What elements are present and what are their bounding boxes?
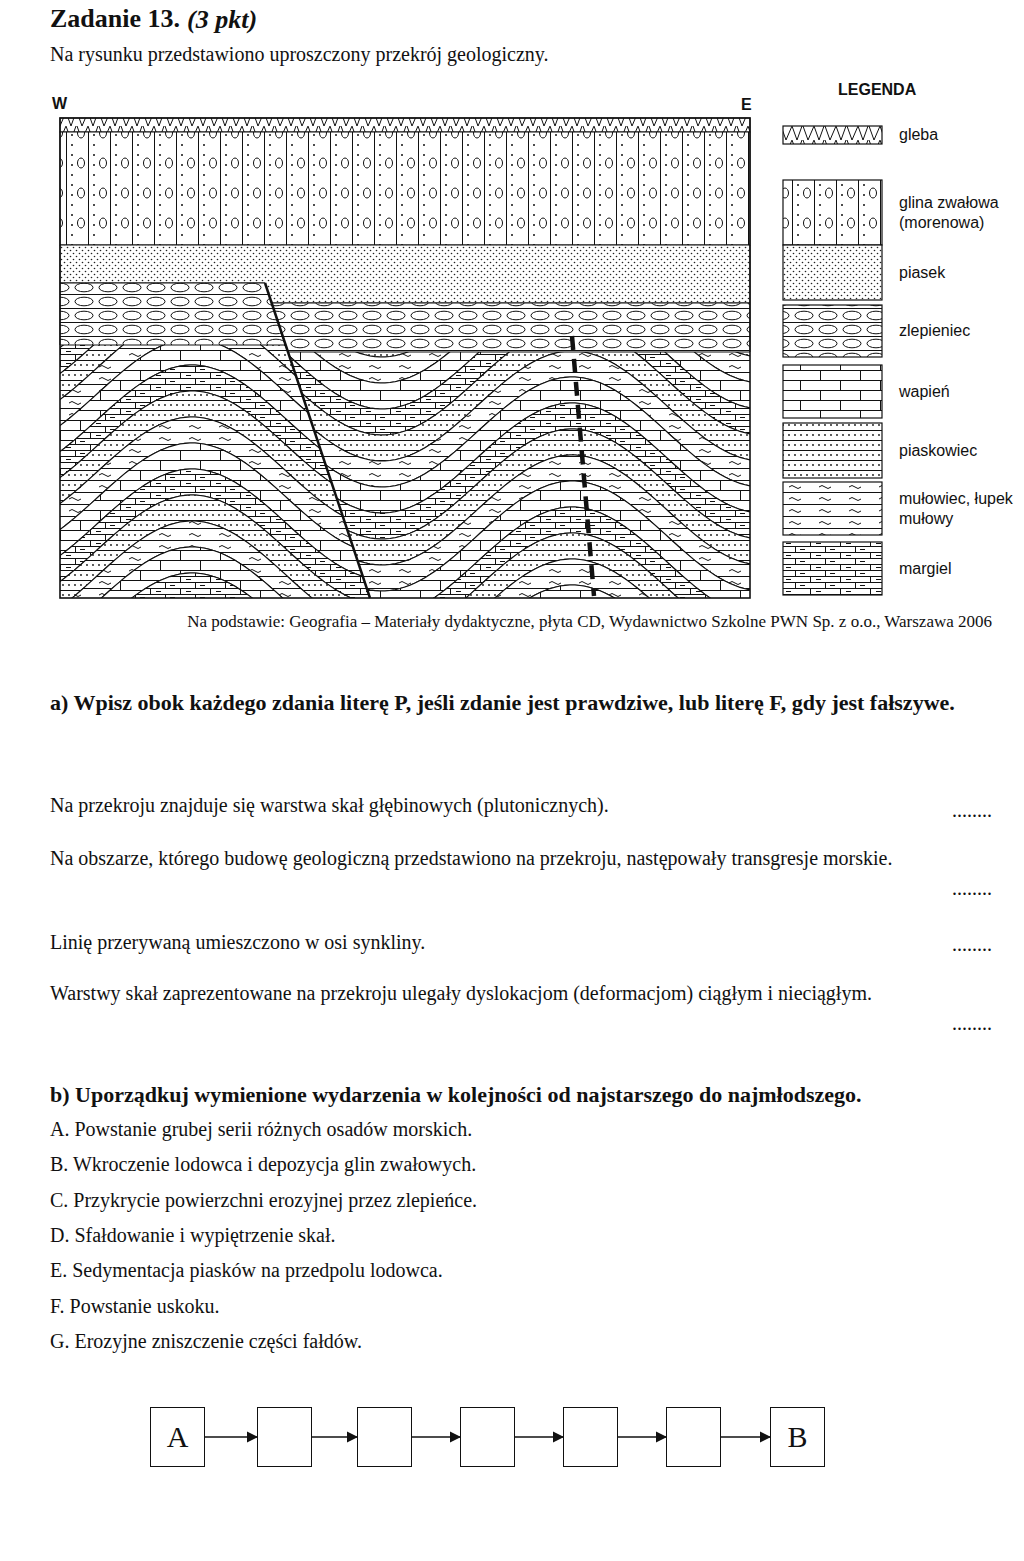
box-letter: B [787, 1420, 807, 1454]
event-item: A. Powstanie grubej serii różnych osadów… [50, 1117, 950, 1141]
statement: Warstwy skał zaprezentowane na przekroju… [50, 980, 925, 1006]
legend-text: wapień [899, 382, 1017, 402]
legend-text: margiel [899, 559, 1017, 579]
answer-dots: ........ [952, 1011, 992, 1035]
rock-layer [55, 611, 755, 747]
event-item: C. Przykrycie powierzchni erozyjnej prze… [50, 1188, 950, 1212]
event-item: G. Erozyjne zniszczenie części fałdów. [50, 1329, 950, 1353]
legend-text: mułowiec, łupek mułowy [899, 489, 1017, 529]
legend-swatch [783, 365, 882, 418]
event-item: D. Sfałdowanie i wypiętrzenie skał. [50, 1223, 950, 1247]
direction-label: W [52, 94, 67, 113]
intro-text: Na rysunku przedstawiono uproszczony prz… [50, 42, 549, 66]
legend-text: zlepieniec [899, 321, 1017, 341]
rock-layer [55, 533, 755, 669]
statement: Linię przerywaną umieszczono w osi synkl… [50, 930, 930, 954]
sequence-arrow [205, 1436, 257, 1438]
answer-box [666, 1407, 721, 1467]
legend-heading: LEGENDA [838, 80, 916, 99]
legend-swatch [783, 305, 882, 357]
task-title: Zadanie 13. [50, 4, 180, 34]
statement: Na przekroju znajduje się warstwa skał g… [50, 793, 930, 817]
source-caption: Na podstawie: Geografia – Materiały dyda… [137, 611, 992, 634]
answer-dots: ........ [952, 932, 992, 956]
answer-box [460, 1407, 515, 1467]
answer-dots: ........ [952, 876, 992, 900]
sequence-arrow [515, 1436, 563, 1438]
sequence-arrow [618, 1436, 666, 1438]
legend-swatch [783, 180, 882, 245]
points-note: (3 pkt) [187, 4, 257, 35]
box-letter: A [167, 1420, 189, 1454]
task-instruction: a) Wpisz obok każdego zdania literę P, j… [50, 688, 995, 717]
legend-swatch [783, 126, 882, 144]
answer-box: A [150, 1407, 205, 1467]
event-item: F. Powstanie uskoku. [50, 1294, 950, 1318]
legend-swatch [783, 245, 882, 300]
sequence-arrow [312, 1436, 357, 1438]
event-item: B. Wkroczenie lodowca i depozycja glin z… [50, 1152, 950, 1176]
statement: Na obszarze, którego budowę geologiczną … [50, 845, 925, 871]
legend-swatch [783, 542, 882, 595]
legend-swatch [783, 423, 882, 478]
legend-swatch [783, 482, 882, 535]
legend-text: glina zwałowa (morenowa) [899, 193, 1017, 233]
answer-box [357, 1407, 412, 1467]
legend-text: piaskowiec [899, 441, 1017, 461]
answer-box: B [770, 1407, 825, 1467]
direction-label: E [741, 95, 752, 114]
legend-text: gleba [899, 125, 1017, 145]
sequence-arrow [721, 1436, 770, 1438]
answer-box [257, 1407, 312, 1467]
task-instruction: b) Uporządkuj wymienione wydarzenia w ko… [50, 1082, 1015, 1108]
answer-dots: ........ [952, 798, 992, 822]
answer-box [563, 1407, 618, 1467]
legend-text: piasek [899, 263, 1017, 283]
event-item: E. Sedymentacja piasków na przedpolu lod… [50, 1258, 950, 1282]
sequence-arrow [412, 1436, 460, 1438]
